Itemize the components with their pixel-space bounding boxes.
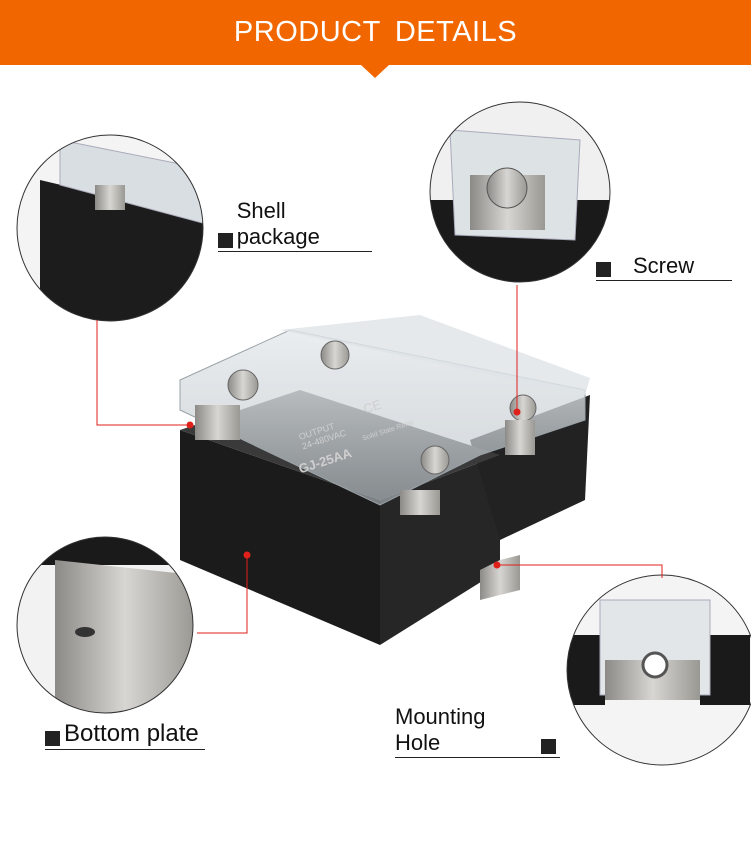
callout-screw: Screw bbox=[596, 253, 732, 281]
svg-text:CE: CE bbox=[361, 397, 383, 417]
callout-mounting-hole: Mounting Hole bbox=[395, 704, 560, 758]
callout-bottom-plate: Bottom plate bbox=[45, 720, 205, 750]
header-banner: PRODUCT DETAILS bbox=[0, 0, 751, 65]
detail-circle-screw bbox=[430, 102, 610, 282]
detail-circle-mounting-hole bbox=[567, 575, 751, 765]
callout-dots bbox=[186, 408, 521, 569]
callout-shell-package: Shell package bbox=[218, 198, 372, 252]
header-pointer bbox=[361, 65, 389, 78]
callout-lines bbox=[96, 285, 663, 634]
bullet-square-icon bbox=[596, 262, 611, 277]
page-title: PRODUCT DETAILS bbox=[233, 16, 518, 48]
detail-circle-shell bbox=[17, 135, 203, 321]
relay-body: OUTPUT 24-480VAC GJ-25AA CE Solid State … bbox=[179, 315, 590, 645]
bullet-square-icon bbox=[541, 739, 556, 754]
detail-circle-bottom-plate bbox=[17, 537, 193, 713]
bullet-square-icon bbox=[45, 731, 60, 746]
bullet-square-icon bbox=[218, 233, 233, 248]
